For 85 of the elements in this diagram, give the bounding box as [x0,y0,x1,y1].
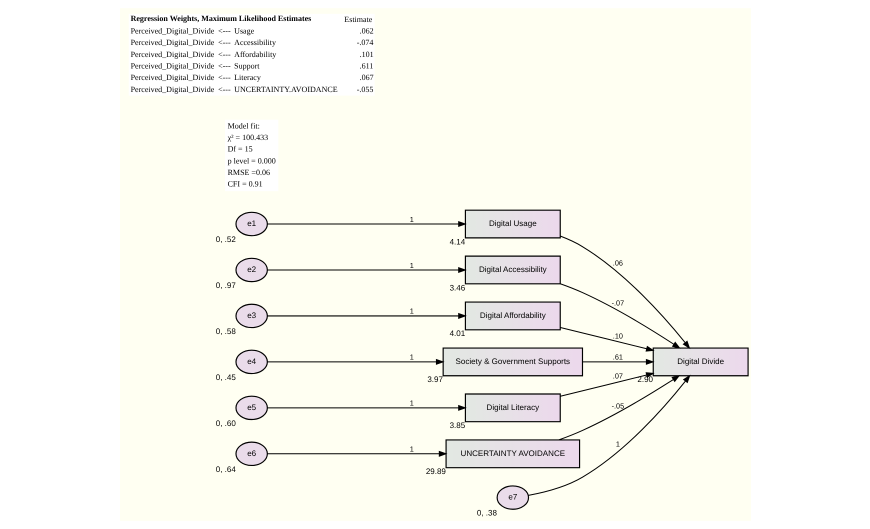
edge-label: 1 [409,352,414,362]
arrow [560,236,690,350]
label: .101 [359,50,374,59]
label: <--- [218,38,230,48]
label: CFI = 0.91 [227,180,262,189]
label: RMSE =0.06 [227,168,270,177]
arrow [582,358,654,365]
arrow [266,404,466,411]
edge-label: 1 [409,398,414,408]
node-box: Digital Affordability [464,301,560,330]
label: .067 [359,73,374,82]
arrow [266,312,466,319]
label: Model fit: [227,121,260,130]
label: Accessibility [234,38,276,48]
node-label: 0, .45 [215,372,236,382]
edge-label: -.07 [611,298,624,308]
arrow [266,450,447,457]
label: Estimate [344,14,372,24]
node-label: 0, .97 [215,281,236,290]
node-ellipse: e4 [234,350,268,374]
label: .062 [359,26,374,36]
node-label: 3.46 [449,283,465,292]
edge-label: .61 [612,352,622,362]
node-box: Society & Government Supports [442,347,583,376]
label: Perceived_Digital_Divide [130,26,214,36]
label: -.074 [356,38,373,48]
arrow [560,326,654,352]
label: <--- [218,26,230,36]
label: UNCERTAINTY.AVOIDANCE [234,84,338,94]
node-ellipse: e2 [234,258,268,282]
node-label: 0, .58 [215,327,236,336]
node-label: 0, .64 [215,464,236,474]
label: Perceived_Digital_Divide [130,50,214,59]
edge-label: .10 [612,332,622,341]
edge-label: 1 [615,440,620,449]
node-box: UNCERTAINTY AVOIDANCE [445,439,580,468]
label: <--- [218,73,230,82]
arrow [266,221,466,228]
node-box: Digital Literacy [464,393,560,422]
label: -.055 [356,84,373,94]
arrow [266,358,444,365]
node-label: 0, .52 [215,235,236,244]
label: Perceived_Digital_Divide [130,73,214,82]
label: p level = 0.000 [227,156,276,166]
label: Affordability [234,50,276,59]
node-box: Digital Divide [652,347,748,376]
arrow [560,372,654,397]
label: χ² = 100.433 [227,132,268,142]
node-label: 0, .38 [476,508,496,518]
edge-label: 1 [409,306,414,316]
node-label: 3.97 [426,375,442,384]
arrow [558,375,680,440]
label: Usage [234,26,254,36]
edge-label: .07 [612,372,622,381]
edge-label: 1 [409,214,414,224]
label: .611 [359,61,373,70]
label: Perceived_Digital_Divide [130,38,214,48]
edge-label: .06 [612,258,622,268]
label: Perceived_Digital_Divide [130,61,214,70]
node-ellipse: e1 [234,212,268,236]
node-box: Digital Usage [464,210,560,238]
label: <--- [218,84,230,94]
label: Regression Weights, Maximum Likelihood Estimates [130,14,311,24]
node-label: 3.85 [449,421,465,430]
label: <--- [218,61,230,70]
label: Df = 15 [227,144,252,154]
edge-label: 1 [409,444,414,454]
label: Literacy [234,73,260,82]
arrow [528,374,690,496]
node-label: 29.89 [425,467,446,476]
node-label: 0, .60 [215,418,236,428]
node-ellipse: e5 [234,396,268,420]
label: <--- [218,50,230,59]
arrow [560,283,680,349]
label: Support [234,61,260,70]
edge-label: -.05 [611,402,624,411]
node-ellipse: e7 [496,485,529,510]
edge-label: 1 [409,260,414,270]
node-box: Digital Accessibility [464,256,560,284]
arrow [266,266,466,273]
node-label: 4.14 [449,237,465,246]
node-ellipse: e6 [234,442,268,466]
node-label: 4.01 [449,329,465,338]
node-ellipse: e3 [234,304,268,328]
label: Perceived_Digital_Divide [130,84,214,94]
